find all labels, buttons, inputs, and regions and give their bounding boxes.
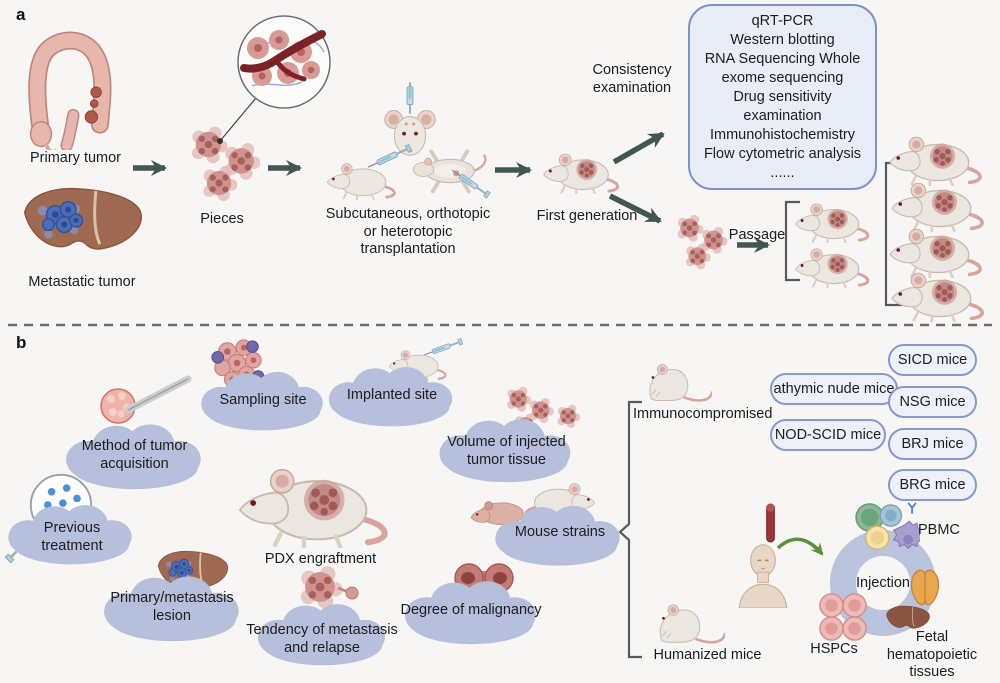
passage-mouse-icon <box>796 249 868 287</box>
immunocompromised-label: Immunocompromised <box>633 406 773 422</box>
pill-brg-mice: BRG mice <box>888 469 977 501</box>
fetal-tissues-label: Fetal hematopoietic tissues <box>886 629 978 681</box>
pill-nod-scid-mice: NOD-SCID mice <box>770 419 886 451</box>
flow-arrows <box>133 131 770 253</box>
exam-line: Western blotting <box>730 31 835 48</box>
humanized-mouse-icon <box>658 603 725 644</box>
exam-line: ...... <box>770 164 795 181</box>
exam-line: RNA Sequencing Whole <box>704 50 861 67</box>
generation-mouse-icon <box>892 273 982 321</box>
immunocompromised-mouse-icon <box>648 363 712 402</box>
pieces-label: Pieces <box>200 211 244 227</box>
consistency-label: Consistency examination <box>592 62 672 96</box>
panel-b-label: b <box>16 333 27 352</box>
exam-line: Flow cytometric analysis <box>703 145 862 162</box>
mouse-head-syringe-icon <box>384 82 436 156</box>
exam-line: Immunohistochemistry <box>709 126 856 143</box>
syringe-icon <box>422 337 464 359</box>
cloud-method-label: Method of tumor acquisition <box>81 438 188 472</box>
magnifier-cells-icon <box>217 15 331 144</box>
strains-brace <box>618 400 642 659</box>
human-icon <box>738 544 788 608</box>
cloud-implanted-label: Implanted site <box>346 387 438 403</box>
blood-tube-icon <box>766 503 775 543</box>
cloud-tendency-label: Tendency of metastasis and relapse <box>246 622 398 656</box>
primary-tumor-label: Primary tumor <box>29 150 122 166</box>
cloud-degree-label: Degree of malignancy <box>400 602 542 618</box>
hspcs-label: HSPCs <box>810 641 858 657</box>
first-generation-label: First generation <box>536 208 638 224</box>
tumor-pieces-icon <box>192 127 261 201</box>
pill-nsg-mice: NSG mice <box>888 386 977 418</box>
pdx-mouse-icon <box>240 470 385 547</box>
passage-bracket <box>784 200 800 282</box>
cloud-volume-label: Volume of injected tumor tissue <box>447 434 566 468</box>
exam-line: exome sequencing <box>721 69 844 86</box>
cloud-sampling-label: Sampling site <box>219 392 307 408</box>
passage-label: Passage <box>728 227 786 243</box>
pill-brj-mice: BRJ mice <box>888 428 977 460</box>
generation-mouse-icon <box>890 137 980 185</box>
generation-mouse-icon <box>890 229 980 277</box>
humanized-mice-label: Humanized mice <box>653 647 762 663</box>
examination-box: qRT-PCR Western blotting RNA Sequencing … <box>688 4 877 190</box>
passage-pieces-icon <box>678 215 728 270</box>
transplantation-label: Subcutaneous, orthotopic or heterotopic … <box>325 206 491 258</box>
pdx-engraftment-label: PDX engraftment <box>264 551 377 567</box>
mouse-side-icon <box>326 162 396 200</box>
passage-mouse-icon <box>796 204 868 242</box>
fetal-liver-icon <box>886 605 930 629</box>
pbmc-label: PBMC <box>918 522 960 538</box>
method-tumor-scalpel-icon <box>100 375 192 424</box>
generation-mouse-icon <box>892 183 982 231</box>
tendency-tumor-icon <box>300 566 359 609</box>
cloud-previous-label: Previous treatment <box>41 520 103 554</box>
colon-icon <box>31 40 103 151</box>
first-generation-mouse-icon <box>544 154 618 193</box>
exam-line: qRT-PCR <box>751 12 814 29</box>
pill-athymic-nude-mice: athymic nude mice <box>770 373 898 405</box>
cloud-strains-label: Mouse strains <box>514 524 606 540</box>
generation-bracket <box>884 161 906 307</box>
green-arrow <box>776 537 824 556</box>
exam-line: examination <box>743 107 822 124</box>
metastatic-tumor-label: Metastatic tumor <box>28 274 136 290</box>
pill-sicd-mice: SICD mice <box>888 344 977 376</box>
panel-a-label: a <box>16 5 26 24</box>
liver-icon <box>23 187 143 251</box>
cloud-lesion-label: Primary/metastasis lesion <box>110 590 234 624</box>
transplant-mice-icons <box>326 82 492 200</box>
exam-line: Drug sensitivity <box>733 88 832 105</box>
injection-label: Injection <box>855 575 910 591</box>
volume-small-piece-icon <box>557 404 580 428</box>
